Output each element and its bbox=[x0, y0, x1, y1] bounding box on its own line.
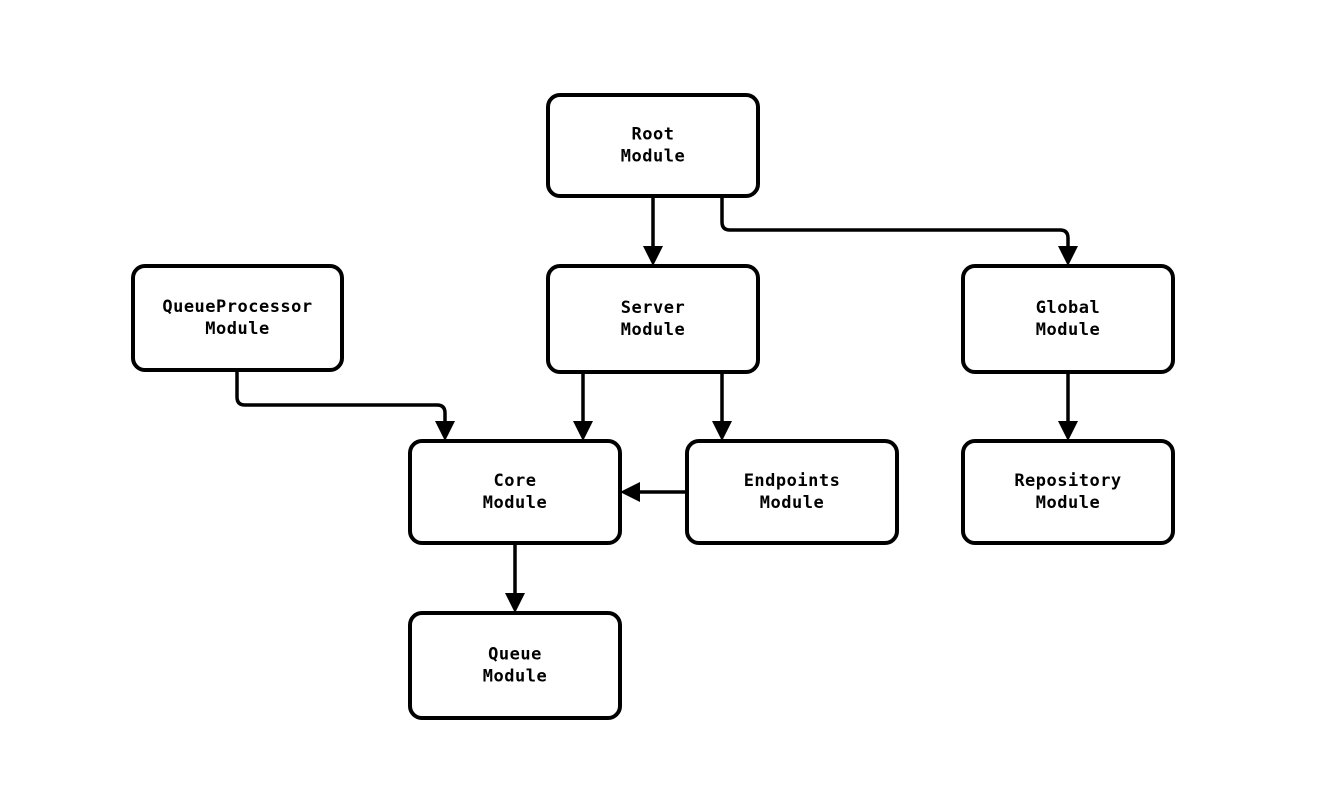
node-label-root-line1: Root bbox=[632, 125, 675, 145]
edge-root-to-server bbox=[643, 196, 663, 266]
edge-endpoints-to-core bbox=[620, 482, 687, 502]
node-label-repository-line2: Module bbox=[1036, 493, 1100, 513]
node-label-endpoints-line1: Endpoints bbox=[744, 471, 841, 491]
node-label-global-line1: Global bbox=[1036, 298, 1100, 318]
node-box-core[interactable] bbox=[408, 439, 622, 545]
node-label-root-line2: Module bbox=[621, 147, 685, 167]
arrowhead-icon bbox=[1058, 421, 1078, 441]
edges-layer bbox=[235, 196, 1078, 613]
node-box-endpoints[interactable] bbox=[685, 439, 899, 545]
arrowhead-icon bbox=[620, 482, 640, 502]
edge-queueprocessor-to-core bbox=[235, 370, 455, 441]
node-label-queue-line1: Queue bbox=[488, 645, 542, 665]
arrowhead-icon bbox=[505, 593, 525, 613]
node-label-queue-line2: Module bbox=[483, 667, 547, 687]
edge-server-to-endpoints bbox=[712, 372, 732, 441]
node-label-queueprocessor-line2: Module bbox=[205, 319, 269, 339]
node-box-queueprocessor[interactable] bbox=[131, 264, 344, 372]
edge-server-to-core bbox=[573, 372, 593, 441]
node-label-queueprocessor-line1: QueueProcessor bbox=[162, 297, 312, 317]
node-box-server[interactable] bbox=[546, 264, 760, 374]
node-label-endpoints-line2: Module bbox=[760, 493, 824, 513]
edge-line bbox=[720, 196, 1070, 250]
arrowhead-icon bbox=[573, 421, 593, 441]
edge-global-to-repository bbox=[1058, 372, 1078, 441]
edge-line bbox=[235, 370, 447, 425]
arrowhead-icon bbox=[1058, 246, 1078, 266]
node-box-repository[interactable] bbox=[961, 439, 1175, 545]
node-box-global[interactable] bbox=[961, 264, 1175, 374]
arrowhead-icon bbox=[435, 421, 455, 441]
node-box-queue[interactable] bbox=[408, 611, 622, 720]
node-label-global-line2: Module bbox=[1036, 320, 1100, 340]
edge-root-to-global bbox=[720, 196, 1078, 266]
node-label-server-line2: Module bbox=[621, 320, 685, 340]
arrowhead-icon bbox=[712, 421, 732, 441]
node-label-core-line1: Core bbox=[494, 471, 537, 491]
node-label-repository-line1: Repository bbox=[1014, 471, 1121, 491]
node-label-core-line2: Module bbox=[483, 493, 547, 513]
node-label-server-line1: Server bbox=[621, 298, 685, 318]
nodes-layer: RootModuleQueueProcessorModuleServerModu… bbox=[131, 93, 1175, 720]
arrowhead-icon bbox=[643, 246, 663, 266]
edge-core-to-queue bbox=[505, 543, 525, 613]
node-box-root[interactable] bbox=[546, 93, 760, 198]
